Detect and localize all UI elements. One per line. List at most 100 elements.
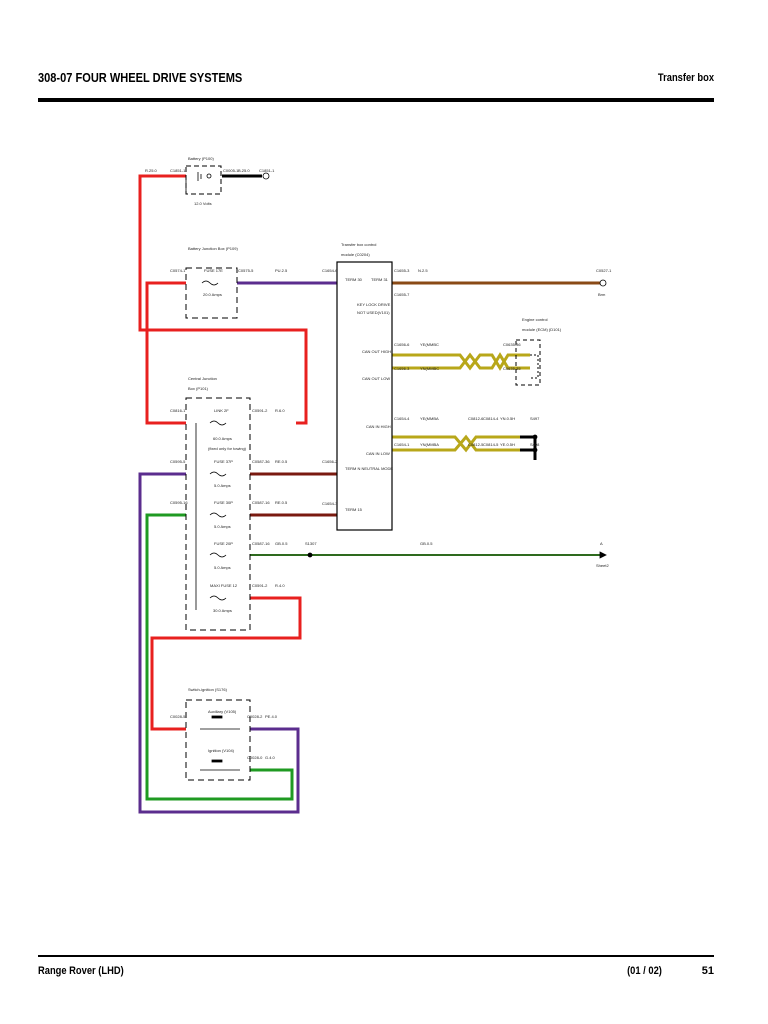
page-header: 308-07 FOUR WHEEL DRIVE SYSTEMS Transfer… xyxy=(38,68,714,102)
diagram-label: 30.0 Amps xyxy=(213,608,232,613)
wire-can-out-low xyxy=(392,352,530,370)
diagram-label: (fixed only for towing) xyxy=(208,446,247,451)
diagram-label: C0591-2 xyxy=(252,583,268,588)
fuse-37p-icon xyxy=(209,471,227,477)
diagram-label: C1654-6 xyxy=(322,268,338,273)
wires xyxy=(138,174,600,814)
diagram-label: FUSE 20P xyxy=(214,541,233,546)
diagram-label: GB.0.5 xyxy=(275,541,288,546)
diagram-label: R.25.0 xyxy=(145,168,158,173)
diagram-label: RE.0.5 xyxy=(275,500,288,505)
diagram-label: G.4.0 xyxy=(265,755,276,760)
ign-contact xyxy=(211,759,223,763)
ground-terminal-icon xyxy=(262,172,270,180)
diagram-label: CAN IN LOW xyxy=(366,451,390,456)
diagram-label: C0028-0 xyxy=(247,755,263,760)
wire-green-loop xyxy=(145,513,294,801)
diagram-label: C0635-35 xyxy=(503,366,521,371)
fuse-17e-icon xyxy=(201,280,219,286)
diagram-label: 20.0 Amps xyxy=(203,292,222,297)
diagram-label: S1307 xyxy=(305,541,317,546)
diagram-label: C1655-3 xyxy=(394,268,410,273)
diagram-label: TERM N NEUTRAL MODE xyxy=(345,466,393,471)
battery-box xyxy=(185,165,222,195)
diagram-label: Brm xyxy=(598,292,606,297)
diagram-label: GB.0.5 xyxy=(420,541,433,546)
diagram-label: NOT USED(V101) xyxy=(357,310,390,315)
ground-brm-icon xyxy=(599,279,607,287)
sheet-number: (01 / 02) xyxy=(627,965,662,977)
diagram-label: YE(MMBC xyxy=(420,342,439,347)
diagram-label: C0575-5 xyxy=(238,268,254,273)
diagram-label: C1654-4 xyxy=(394,416,410,421)
diagram-label: YN.0.5H xyxy=(500,416,515,421)
sheet2-arrow-icon xyxy=(599,551,607,559)
diagram-label: RE.0.5 xyxy=(275,459,288,464)
diagram-label: R.6.0 xyxy=(275,408,285,413)
diagram-label: 12.0 Volts xyxy=(194,201,212,206)
diagram-label: TERM 15 xyxy=(345,507,363,512)
diagram-label: 60.0 Amps xyxy=(213,436,232,441)
diagram-label: TERM 30 xyxy=(345,277,363,282)
diagram-label: C0005-1 xyxy=(223,168,239,173)
diagram-label: 5.0 Amps xyxy=(214,483,231,488)
diagram-label: YE(MMBA xyxy=(420,416,439,421)
diagram-label: FUSE 30P xyxy=(214,500,233,505)
diagram-label: FUSE 17E xyxy=(204,268,223,273)
diagram-label: C0591-2 xyxy=(252,408,268,413)
diagram-label: FUSE 37P xyxy=(214,459,233,464)
bjb-box xyxy=(185,267,238,319)
diagram-label: C1654-1 xyxy=(394,442,410,447)
diagram-label: C0587-16 xyxy=(252,500,270,505)
diagram-label: C1656-3 xyxy=(394,366,410,371)
wire-maxi xyxy=(150,596,302,731)
wire-battery-feed xyxy=(138,174,308,425)
wire-can-in-high xyxy=(392,435,535,453)
ignition-box xyxy=(185,699,251,781)
cjb-name: Central Junction xyxy=(188,376,217,381)
diagram-label: C0812-5 xyxy=(468,442,484,447)
diagram-label: C1851-1 xyxy=(170,168,186,173)
maxi-fuse-12-icon xyxy=(209,595,227,601)
diagram-label: C0574-1 xyxy=(170,268,186,273)
diagram-label: Auxiliary (V105) xyxy=(208,709,237,714)
diagram-label: module (C0204) xyxy=(341,252,370,257)
diagram-label: PE.4.0 xyxy=(265,714,278,719)
diagram-label: C0587-36 xyxy=(252,459,270,464)
diagram-label: C0812-6 xyxy=(468,416,484,421)
wire-can-out-high xyxy=(392,353,530,371)
diagram-label: LINK 2F xyxy=(214,408,229,413)
wire-ecm-ret xyxy=(530,354,539,379)
diagram-label: CAN OUT LOW xyxy=(362,376,390,381)
wire-can-in-low xyxy=(392,434,535,452)
diagram-label: MAXI FUSE 12 xyxy=(210,583,238,588)
wire-purple-loop xyxy=(138,472,300,814)
diagram-label: R.4.0 xyxy=(275,583,285,588)
diagram-label: KEY LOCK DRIVE xyxy=(357,302,391,307)
link-2f-icon xyxy=(209,420,227,426)
wire-bjb-feed xyxy=(145,281,186,425)
battery-name: Battery (P100) xyxy=(188,156,214,161)
splice-s1307 xyxy=(307,552,313,558)
diagram-label: C0814-4 xyxy=(483,416,499,421)
diagram-label: Ignition (V104) xyxy=(208,748,235,753)
page-title: 308-07 FOUR WHEEL DRIVE SYSTEMS xyxy=(38,70,243,85)
diagram-label: B.25.0 xyxy=(238,168,250,173)
diagram-label: S497 xyxy=(530,416,540,421)
diagram-label: PU.2.5 xyxy=(275,268,288,273)
bjb-name: Battery Junction Box (P109) xyxy=(188,246,238,251)
diagram-label: C0595-5 xyxy=(170,459,186,464)
ign-aux-contact xyxy=(211,715,223,719)
diagram-label: YN(MMBC xyxy=(420,366,439,371)
fuse-20p-icon xyxy=(209,552,227,558)
diagram-label: C0587-16 xyxy=(252,541,270,546)
labels: Battery (P100) R.25.0 C1851-1 C0005-1 B.… xyxy=(145,156,612,760)
vehicle-model: Range Rover (LHD) xyxy=(38,965,124,977)
diagram-label: C0635-36 xyxy=(503,342,521,347)
ecm-box xyxy=(515,339,541,386)
diagram-label: Box (P101) xyxy=(188,386,209,391)
ecm-name: Engine control xyxy=(522,317,548,322)
diagram-label: C0816-1 xyxy=(170,408,186,413)
diagram-label: A xyxy=(600,541,603,546)
